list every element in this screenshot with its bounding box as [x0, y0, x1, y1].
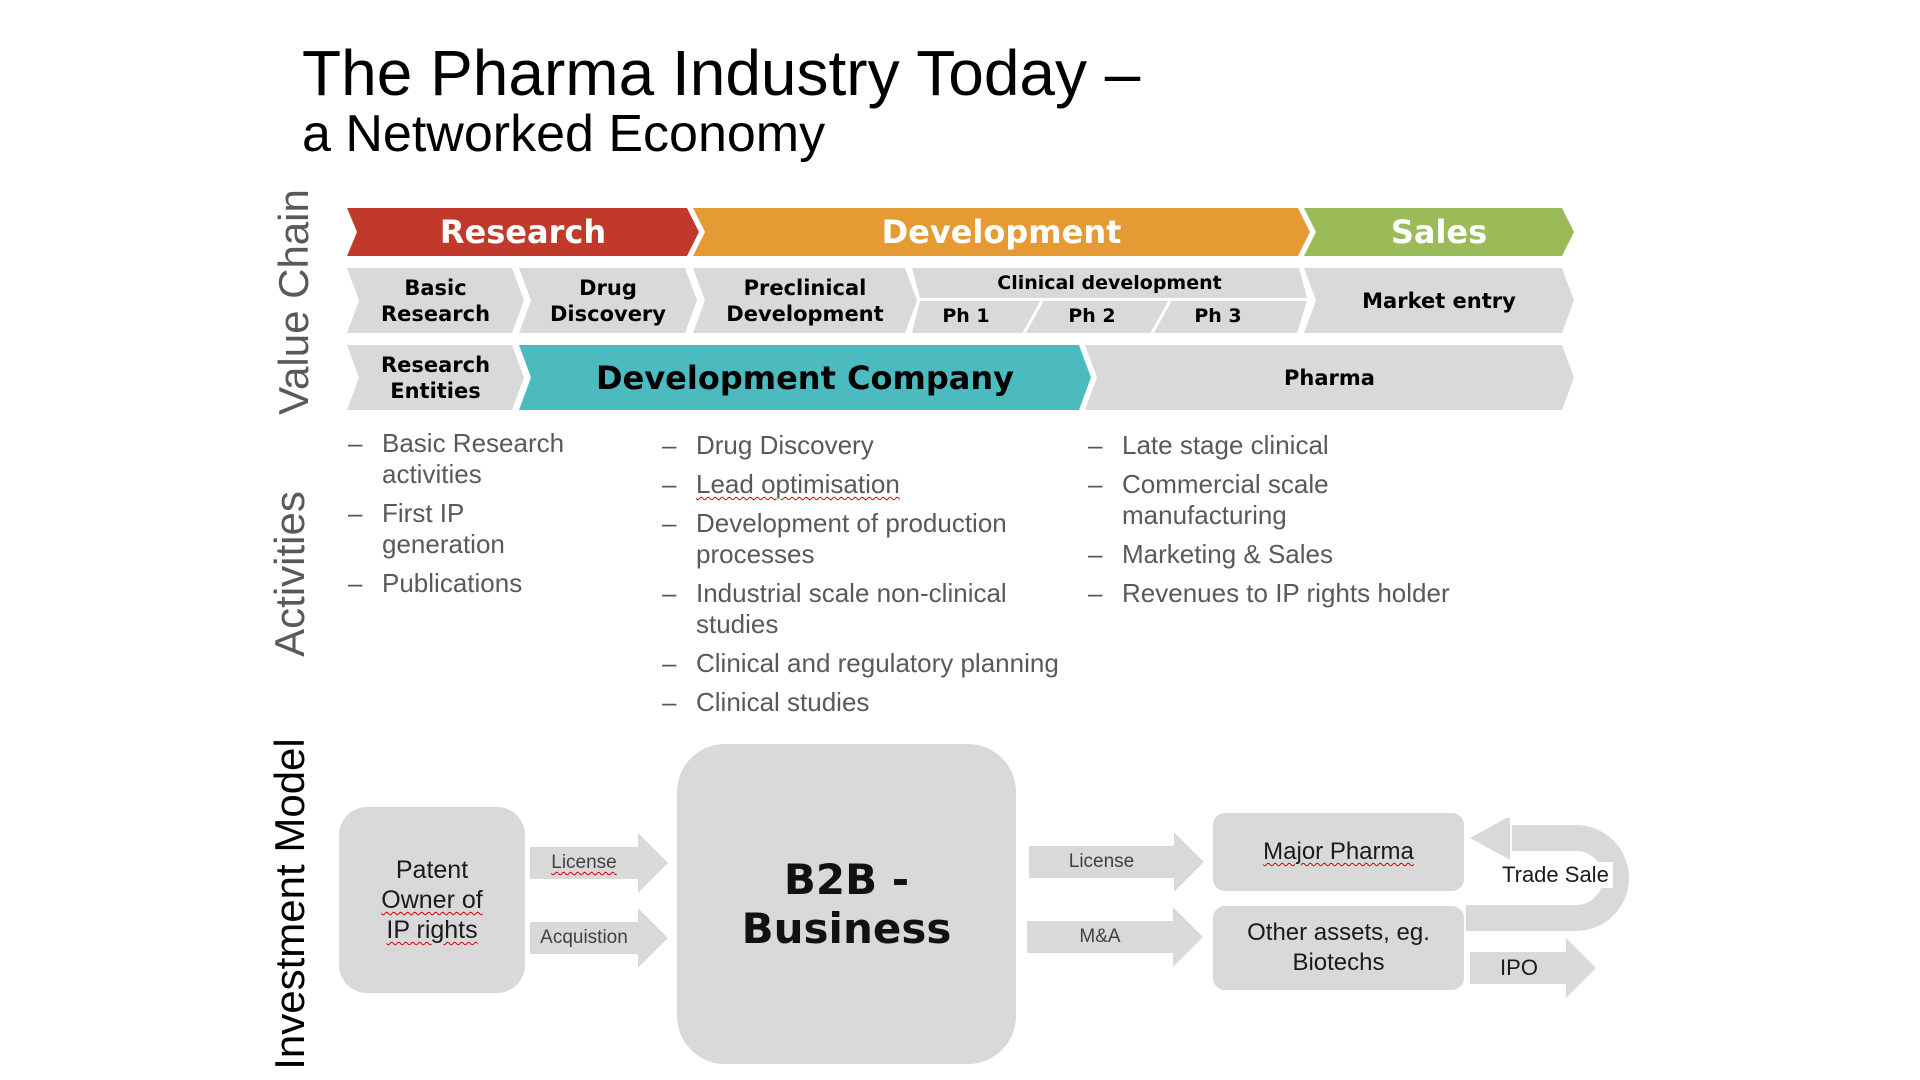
other-assets-line2: Biotechs [1292, 949, 1385, 976]
activity-text: Basic Research [382, 428, 565, 458]
activities-pharma-list: Late stage clinical Commercial scalemanu… [1088, 430, 1518, 617]
list-item: Revenues to IP rights holder [1088, 578, 1518, 609]
step-preclinical-line2: Development [726, 301, 884, 326]
list-item: Publications [348, 568, 588, 599]
activity-text: Drug Discovery [696, 430, 874, 460]
step-ph3: Ph 3 [1194, 305, 1242, 327]
m-and-a-label: M&A [1079, 926, 1121, 947]
acquisition-arrow: Acquistion [530, 908, 668, 968]
step-preclinical-line1: Preclinical [743, 275, 867, 300]
actor-research-entities-line1: Research [380, 352, 491, 377]
phase-sales-label: Sales [1390, 213, 1488, 251]
page-title: The Pharma Industry Today – [302, 37, 1141, 109]
step-clinical-development: Clinical development [912, 268, 1307, 298]
step-ph2: Ph 2 [1068, 305, 1116, 327]
clinical-phase-strip [912, 301, 1307, 333]
list-item: Clinical studies [662, 687, 1102, 718]
activity-text: Late stage clinical [1122, 430, 1329, 460]
side-label-activities: Activities [266, 491, 313, 657]
actor-pharma-label: Pharma [1284, 365, 1375, 390]
list-item: Marketing & Sales [1088, 539, 1518, 570]
activity-text: Publications [382, 568, 523, 598]
activity-text: processes [696, 539, 815, 569]
activity-text: Clinical and regulatory planning [696, 648, 1059, 678]
step-drug-discovery-line1: Drug [579, 275, 637, 300]
activity-text: Industrial scale non-clinical [696, 578, 1007, 608]
trade-sale-uturn-arrow [1466, 818, 1629, 931]
b2b-business-box: B2B - Business [677, 744, 1016, 1064]
ipo-label: IPO [1500, 955, 1538, 980]
activity-text: studies [696, 609, 779, 639]
list-item: Drug Discovery [662, 430, 1102, 461]
activities-development-list: Drug Discovery Lead optimisation Develop… [662, 430, 1102, 726]
step-basic-research-line2: Research [380, 301, 491, 326]
activity-text: Development of production [696, 508, 1007, 538]
phase-development: Development [693, 208, 1310, 256]
patent-owner-line1: Patent [395, 856, 469, 884]
activity-text: activities [382, 459, 482, 489]
clinical-phase-dividers [1022, 301, 1172, 333]
license-out-label: License [1068, 851, 1135, 872]
activity-text: Lead optimisation [696, 469, 900, 499]
phase-sales: Sales [1304, 208, 1574, 256]
activity-text: Marketing & Sales [1122, 539, 1333, 569]
phase-development-label: Development [881, 213, 1122, 251]
trade-sale-label: Trade Sale [1498, 862, 1613, 888]
patent-owner-box: Patent Owner of IP rights [339, 807, 525, 993]
patent-owner-line3: IP rights [386, 916, 478, 944]
actor-pharma: Pharma [1085, 345, 1574, 410]
b2b-label: B2B - Business [741, 855, 952, 953]
activity-text: Commercial scale [1122, 469, 1329, 499]
list-item: Lead optimisation [662, 469, 1102, 500]
activity-text: generation [382, 529, 505, 559]
side-label-value-chain: Value Chain [270, 189, 317, 415]
actor-development-company-label: Development Company [596, 358, 1014, 397]
other-assets-line1: Other assets, eg. [1247, 919, 1430, 946]
step-market-entry-label: Market entry [1362, 288, 1516, 313]
activity-text: Clinical studies [696, 687, 870, 717]
actor-research-entities-line2: Entities [390, 378, 481, 403]
acquisition-label: Acquistion [540, 927, 628, 948]
page-subtitle: a Networked Economy [302, 105, 826, 163]
major-pharma-box: Major Pharma [1213, 813, 1464, 891]
activity-text: First IP [382, 498, 465, 528]
m-and-a-arrow: M&A [1027, 907, 1203, 967]
phase-research: Research [347, 208, 699, 256]
step-clinical-title: Clinical development [997, 272, 1222, 294]
other-assets-box: Other assets, eg. Biotechs [1213, 906, 1464, 990]
license-in-arrow: License [530, 833, 668, 893]
actor-development-company: Development Company [519, 345, 1091, 410]
step-ph1: Ph 1 [942, 305, 990, 327]
side-label-investment-model: Investment Model [266, 738, 313, 1070]
step-basic-research-line1: Basic [404, 275, 467, 300]
step-market-entry: Market entry [1304, 268, 1574, 333]
list-item: Clinical and regulatory planning [662, 648, 1102, 679]
activity-text: Revenues to IP rights holder [1122, 578, 1450, 608]
activity-text: manufacturing [1122, 500, 1287, 530]
ipo-arrow: IPO [1470, 938, 1596, 998]
list-item: Late stage clinical [1088, 430, 1518, 461]
major-pharma-label: Major Pharma [1263, 838, 1414, 865]
license-out-arrow: License [1029, 832, 1204, 892]
phase-research-label: Research [439, 213, 607, 251]
license-in-label: License [551, 852, 617, 873]
patent-owner-line2: Owner of [381, 886, 483, 914]
step-drug-discovery-line2: Discovery [550, 301, 666, 326]
